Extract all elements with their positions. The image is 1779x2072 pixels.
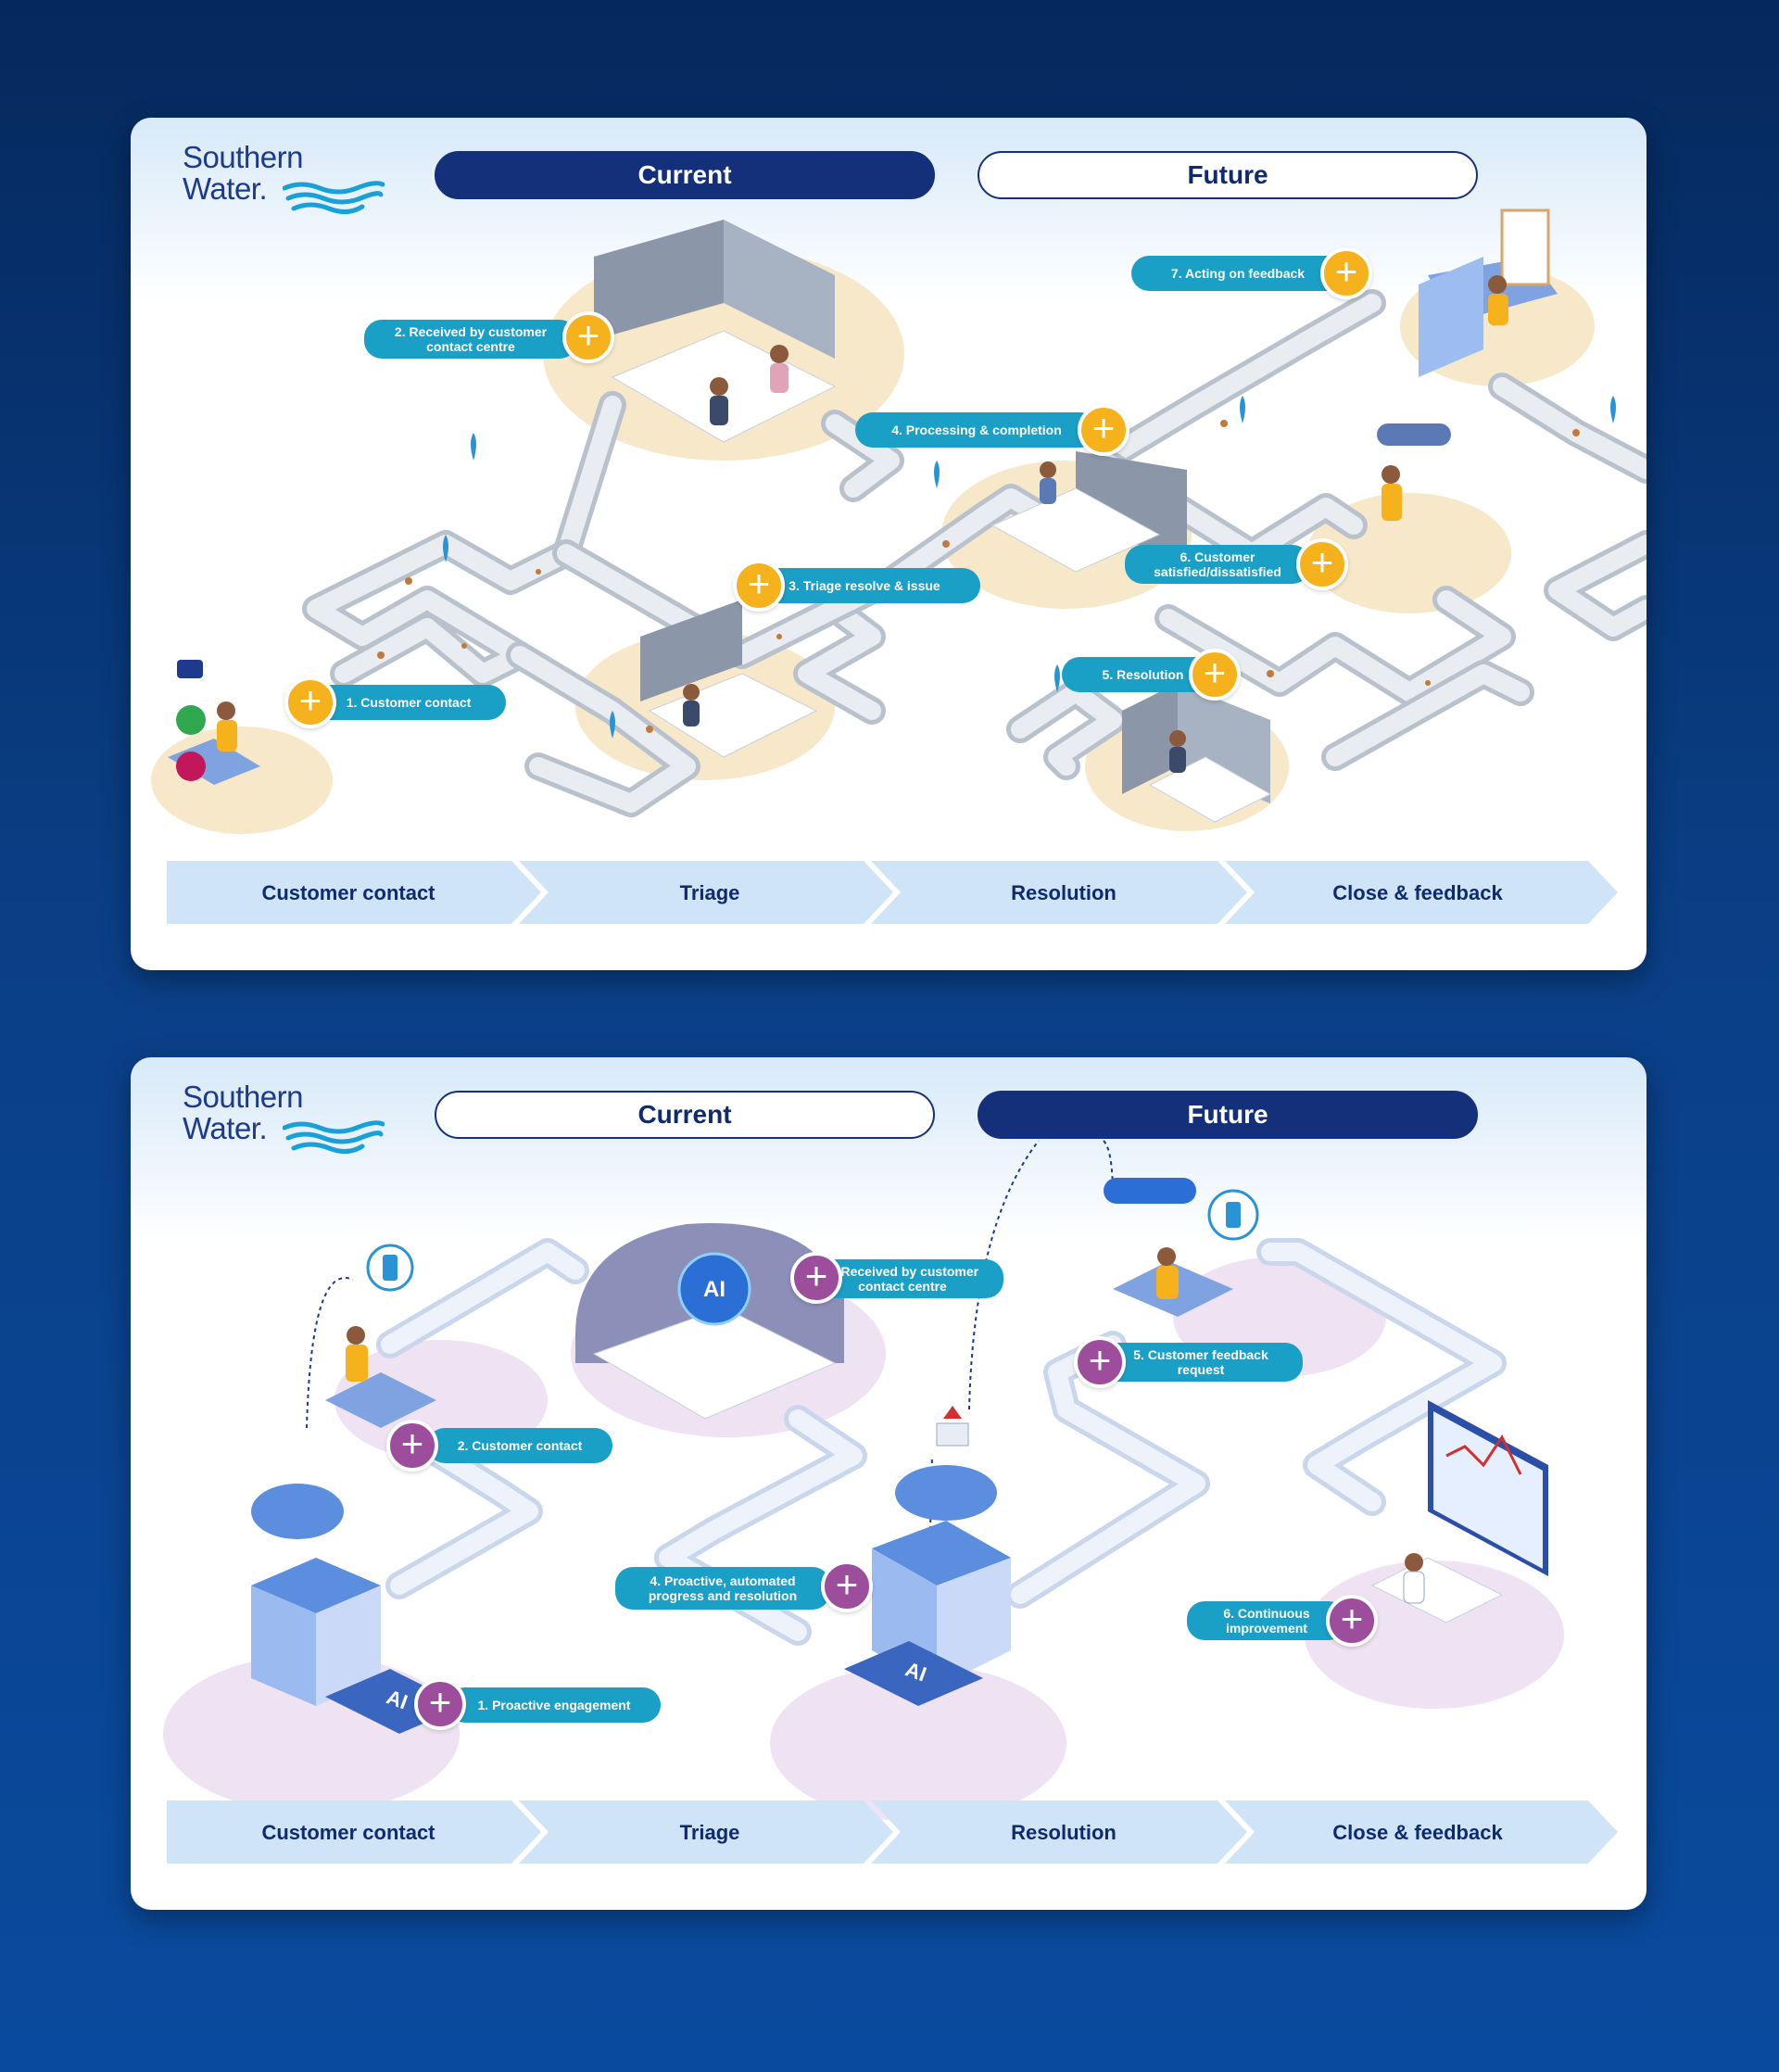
tab-current[interactable]: Current: [435, 1091, 935, 1139]
step-1-proactive-engagement[interactable]: 1. Proactive engagement: [448, 1687, 661, 1723]
stage-triage: Triage: [679, 881, 740, 904]
step-2-customer-contact[interactable]: 2. Customer contact: [427, 1428, 612, 1463]
step-1-plus-icon[interactable]: +: [284, 676, 336, 728]
southern-water-logo: Southern Water.: [183, 1081, 386, 1156]
wave-logo-icon: [283, 181, 385, 214]
step-4-plus-icon[interactable]: +: [821, 1560, 873, 1612]
stage-bar: Customer contact Triage Resolution Close…: [167, 861, 1620, 924]
step-5-customer-feedback-request[interactable]: 5. Customer feedback request: [1099, 1343, 1303, 1382]
wave-logo-icon: [283, 1120, 385, 1154]
stage-triage: Triage: [679, 1821, 740, 1844]
tab-future[interactable]: Future: [978, 151, 1478, 199]
stage-chevrons: [167, 1800, 1618, 1864]
stage-resolution: Resolution: [1011, 881, 1117, 904]
people: [217, 275, 1508, 773]
step-7-plus-icon[interactable]: +: [1320, 247, 1372, 299]
rusty-pipes: [302, 289, 1647, 817]
stage-close-feedback: Close & feedback: [1332, 1821, 1503, 1844]
ai-cloud-server-right: AI: [844, 1406, 1011, 1706]
step-3-plus-icon[interactable]: +: [733, 560, 785, 612]
stage-close-feedback: Close & feedback: [1332, 881, 1503, 904]
stage-customer-contact: Customer contact: [261, 881, 435, 904]
logo-wordmark: Southern Water.: [183, 1080, 303, 1145]
stage-customer-contact: Customer contact: [261, 1821, 435, 1844]
step-1-customer-contact[interactable]: 1. Customer contact: [311, 685, 506, 720]
ai-contact-centre: AI: [575, 1223, 844, 1420]
stage-resolution: Resolution: [1011, 1821, 1117, 1844]
logo-wordmark: Southern Water.: [183, 140, 303, 206]
customer-scenes: [325, 1178, 1259, 1428]
current-journey-illustration: [151, 208, 1647, 834]
southern-water-logo: Southern Water.: [183, 142, 386, 216]
rust-and-leaks: [377, 396, 1616, 739]
step-6-plus-icon[interactable]: +: [1326, 1595, 1378, 1647]
step-4-plus-icon[interactable]: +: [1078, 404, 1129, 456]
step-4-proactive-automated-resolution[interactable]: 4. Proactive, automated progress and res…: [615, 1567, 830, 1610]
scene-floors: [163, 1257, 1564, 1822]
stage-chevrons: [167, 861, 1618, 924]
step-2-plus-icon[interactable]: +: [386, 1420, 438, 1472]
future-journey-panel: Southern Water. Current Future: [131, 1057, 1647, 1910]
analytics-workspace: [1370, 1400, 1548, 1623]
step-3-triage-resolve-issue[interactable]: 3. Triage resolve & issue: [749, 568, 980, 603]
stage-bar: Customer contact Triage Resolution Close…: [167, 1800, 1620, 1864]
ai-hub-label: AI: [703, 1277, 725, 1302]
tab-current[interactable]: Current: [435, 151, 935, 199]
step-6-continuous-improvement[interactable]: 6. Continuous improvement: [1187, 1601, 1346, 1640]
step-2-received-by-contact-centre[interactable]: 2. Received by customer contact centre: [364, 320, 577, 359]
step-5-plus-icon[interactable]: +: [1074, 1336, 1126, 1388]
step-1-plus-icon[interactable]: +: [414, 1678, 466, 1730]
tab-future[interactable]: Future: [978, 1091, 1478, 1139]
step-2-plus-icon[interactable]: +: [562, 311, 614, 363]
step-3-plus-icon[interactable]: +: [790, 1252, 842, 1304]
step-5-plus-icon[interactable]: +: [1189, 649, 1241, 701]
current-journey-panel: Southern Water. Current Future: [131, 118, 1647, 970]
step-4-processing-completion[interactable]: 4. Processing & completion: [855, 412, 1098, 448]
step-6-plus-icon[interactable]: +: [1296, 538, 1348, 590]
step-7-acting-on-feedback[interactable]: 7. Acting on feedback: [1131, 256, 1344, 291]
step-6-customer-satisfied[interactable]: 6. Customer satisfied/dissatisfied: [1125, 545, 1310, 584]
future-journey-illustration: AI AI AI: [163, 1140, 1564, 1822]
